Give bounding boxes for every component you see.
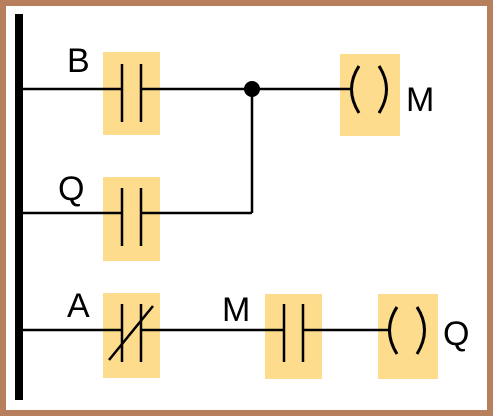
coil-m [340,54,400,136]
junction-dot [244,81,260,97]
coil-background [378,294,438,379]
contact-b-label: B [67,42,90,80]
coil-left-paren [350,65,361,114]
contact-m [265,294,322,379]
contact-background [103,52,160,135]
rung-2: A M Q [23,287,469,379]
contact-q-label: Q [58,170,84,208]
contact-q [103,177,160,261]
coil-m-label: M [406,81,434,119]
power-rail [15,14,23,400]
contact-background [103,177,160,261]
contact-a-label: A [67,287,90,325]
coil-q-label: Q [443,315,469,353]
contact-m-label: M [222,291,250,329]
rung-1: B Q M [23,42,434,261]
contact-background [265,294,322,379]
coil-right-paren [377,65,388,114]
normally-closed-slash [108,305,154,361]
coil-left-paren [388,306,399,355]
coil-q [378,294,438,379]
contact-b [103,52,160,135]
coil-background [340,54,400,136]
contact-background [103,293,160,378]
contact-a [103,293,160,378]
coil-right-paren [415,306,426,355]
